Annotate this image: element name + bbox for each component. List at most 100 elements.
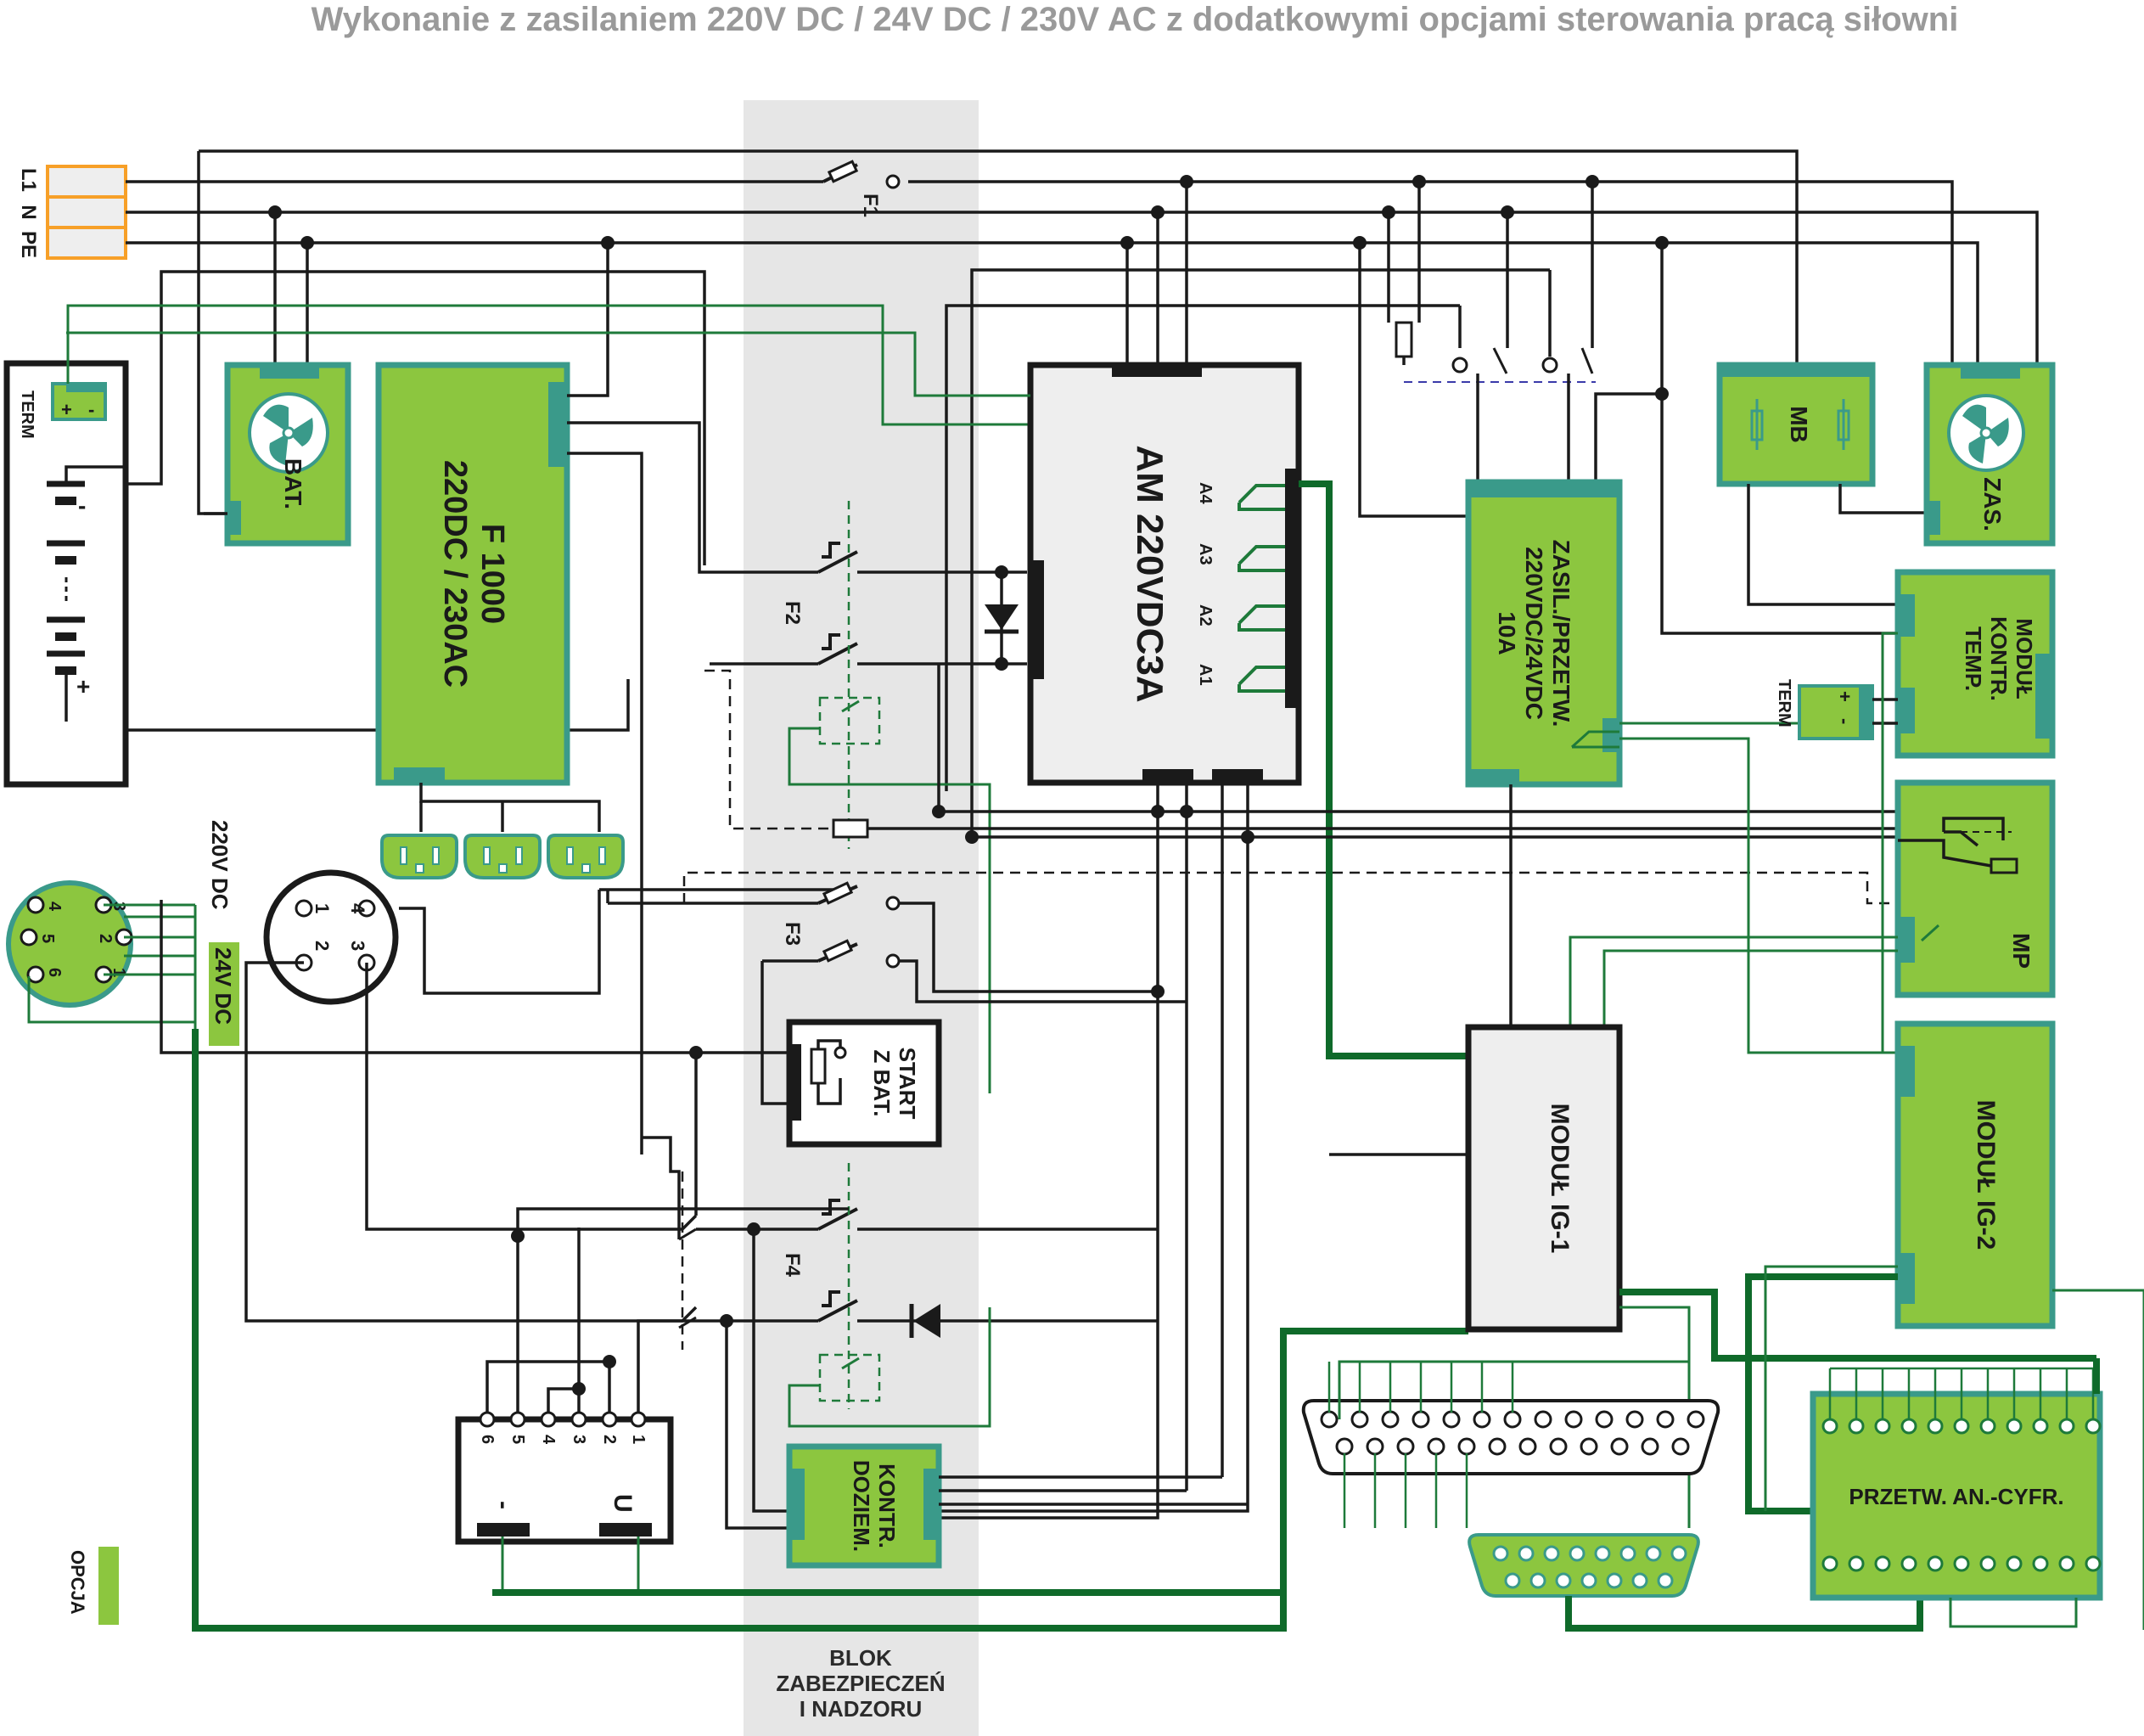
protection-zone-label-3: I NADZORU [800, 1696, 922, 1722]
ac-socket-2 [463, 834, 542, 879]
modul-temp-box: MODUŁ KONTR. TEMP. [1894, 569, 2056, 759]
converter-pin-2: 2 [600, 1435, 619, 1444]
adc-terminal [1848, 1555, 1865, 1572]
adc-terminal [2085, 1555, 2102, 1572]
socket-left-pin-3: 3 [109, 902, 128, 911]
adc-terminal [1900, 1418, 1917, 1435]
switch-f2: F2 [710, 501, 1027, 1093]
db25-pin [1580, 1437, 1598, 1456]
term-left-minus: - [88, 399, 94, 420]
fuse-f4-label: F4 [781, 1253, 804, 1278]
voltage-24-tag [209, 942, 239, 1046]
db15-pin [1657, 1572, 1674, 1589]
db25-pin [1534, 1410, 1552, 1429]
adc-terminal [2032, 1555, 2049, 1572]
converter-minus: - [490, 1501, 518, 1509]
db25-pin [1625, 1410, 1644, 1429]
protection-zone-label-1: BLOK [829, 1645, 892, 1671]
db25-pin [1503, 1410, 1522, 1429]
ac-socket-3 [547, 834, 625, 879]
page-title: Wykonanie z zasilaniem 220V DC / 24V DC … [311, 1, 1959, 38]
db15-pin [1569, 1545, 1586, 1562]
zas-label: ZAS. [1979, 477, 2006, 531]
db25-pin [1396, 1437, 1415, 1456]
db15-pin [1543, 1545, 1560, 1562]
fuse-f3-label: F3 [781, 922, 804, 946]
db15-pin [1518, 1545, 1535, 1562]
adc-terminal [1953, 1555, 1970, 1572]
db25-pin [1412, 1410, 1430, 1429]
bat-label: BAT. [280, 458, 306, 509]
adc-terminal [1848, 1418, 1865, 1435]
przetw-label: PRZETW. AN.-CYFR. [1849, 1484, 2063, 1509]
switch-f4: F4 [642, 1053, 1158, 1530]
adc-terminal [1927, 1555, 1944, 1572]
db15-connector [1468, 1533, 1923, 1632]
socket-mid-pin-4: 4 [347, 903, 368, 914]
mains-l1-label: L1 [17, 168, 40, 192]
am-output-a2: A2 [1196, 604, 1215, 626]
db15-pin [1606, 1572, 1623, 1589]
am-bottom-wires [932, 664, 1898, 1520]
contactor [945, 182, 1898, 840]
term-right-plus: + [1834, 691, 1855, 702]
zasil-box: ZASIL./PRZETW. 220VDC/24VDC 10A [1329, 479, 1901, 1156]
db25-pin [1549, 1437, 1568, 1456]
voltage-24-label: 24V DC [210, 947, 236, 1025]
modul-ig2-box: MODUŁ IG-2 [1745, 1020, 2144, 1514]
zasil-line1: ZASIL./PRZETW. [1548, 540, 1574, 728]
converter-u: U [609, 1494, 637, 1513]
f1000-line2: 220DC / 230AC [437, 460, 473, 688]
start-bat-box: START Z BAT. [689, 961, 942, 1148]
db15-pin [1619, 1545, 1636, 1562]
kontr-line1: KONTR. [874, 1464, 900, 1548]
db25-pin [1641, 1437, 1659, 1456]
db15-pin [1504, 1572, 1521, 1589]
db25-pin [1610, 1437, 1629, 1456]
adc-terminal [1953, 1418, 1970, 1435]
legend-label: OPCJA [67, 1550, 88, 1615]
modul-temp-line3: TEMP. [1961, 626, 1986, 691]
term-right-label: TERM [1775, 679, 1793, 728]
adc-terminal [1979, 1418, 1996, 1435]
modul-ig2-label: MODUŁ IG-2 [1972, 1100, 2000, 1250]
relay-coil-mid [832, 818, 869, 839]
mp-box: MP [1569, 632, 2056, 1053]
db25-pin [1320, 1410, 1339, 1429]
db25-pin [1595, 1410, 1614, 1429]
ac-sockets [380, 834, 625, 879]
term-right-minus: - [1834, 718, 1855, 724]
f1000-line1: F 1000 [474, 524, 510, 624]
am-output-a4: A4 [1196, 482, 1215, 504]
db15-pin [1670, 1545, 1687, 1562]
start-line1: START [895, 1048, 920, 1120]
modul-ig1-box: MODUŁ IG-1 [1465, 1024, 2096, 1528]
db25-pin [1350, 1410, 1369, 1429]
mains-pe-label: PE [17, 231, 40, 258]
adc-terminal [1927, 1418, 1944, 1435]
adc-terminal [1874, 1555, 1891, 1572]
diode-am [985, 565, 1019, 671]
f1000-box: F 1000 220DC / 230AC [375, 362, 818, 1155]
legend: OPCJA [67, 1547, 119, 1625]
mp-label: MP [2008, 933, 2035, 969]
voltage-220-label: 220V DC [207, 820, 233, 910]
adc-terminal [2006, 1418, 2023, 1435]
db25-pin [1335, 1437, 1354, 1456]
modul-ig1-label: MODUŁ IG-1 [1546, 1104, 1574, 1254]
mb-label: MB [1786, 406, 1812, 443]
kontr-line2: DOZIEM. [849, 1460, 874, 1552]
socket-left-pin-4: 4 [45, 902, 64, 912]
db25-pin [1687, 1410, 1705, 1429]
mains-terminal: L1 N PE [17, 165, 127, 260]
db15-pin [1594, 1545, 1611, 1562]
adc-terminal [1979, 1555, 1996, 1572]
db25-pin [1473, 1410, 1491, 1429]
start-line2: Z BAT. [869, 1050, 895, 1117]
db25-pin [1671, 1437, 1690, 1456]
socket-left-pin-1: 1 [109, 968, 128, 977]
db15-pin [1529, 1572, 1546, 1589]
db15-pin [1555, 1572, 1572, 1589]
adc-terminal [2058, 1555, 2075, 1572]
converter-pin-5: 5 [508, 1435, 527, 1444]
